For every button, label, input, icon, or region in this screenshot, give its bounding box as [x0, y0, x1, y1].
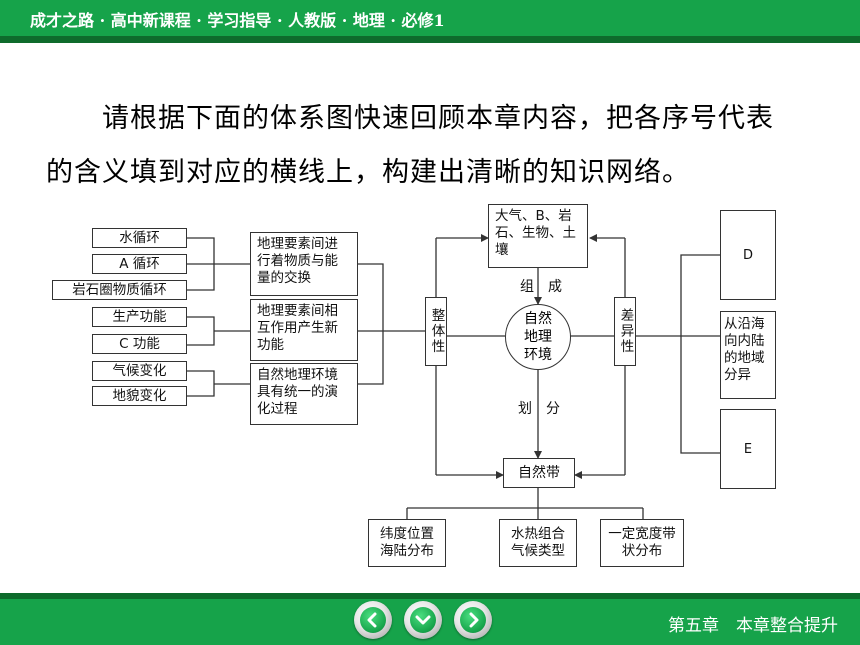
footer-stripe	[0, 593, 860, 599]
bottom-item-hydrothermal: 水热组合气候类型	[499, 519, 577, 567]
chapter-title: 第五章 本章整合提升	[668, 616, 838, 636]
intro-line-1: 请根据下面的体系图快速回顾本章内容，把各序号代表	[102, 103, 774, 134]
down-button[interactable]	[404, 601, 442, 639]
mid-item-new-function: 地理要素间相互作用产生新功能	[250, 299, 358, 361]
mid-item-exchange: 地理要素间进行着物质与能量的交换	[250, 232, 358, 296]
header-bar: 成才之路 · 高中新课程 · 学习指导 · 人教版 · 地理 · 必修1	[0, 0, 860, 36]
left-item-climate-change: 气候变化	[92, 361, 187, 381]
left-item-water-cycle: 水循环	[92, 228, 187, 248]
header-stripe	[0, 36, 860, 43]
left-item-c-function: C 功能	[92, 334, 187, 354]
left-item-production-function: 生产功能	[92, 307, 187, 327]
bottom-item-zonal: 一定宽度带状分布	[600, 519, 684, 567]
left-item-rock-cycle: 岩石圈物质循环	[52, 280, 187, 300]
right-item-coast-inland: 从沿海向内陆的地域分异	[720, 311, 776, 399]
prev-button[interactable]	[354, 601, 392, 639]
right-item-d: D	[720, 210, 776, 300]
natural-zone-box: 自然带	[503, 458, 575, 488]
compose-label: 组 成	[520, 279, 562, 295]
integrity-box: 整体性	[425, 297, 447, 366]
next-button[interactable]	[454, 601, 492, 639]
header-title: 成才之路 · 高中新课程 · 学习指导 · 人教版 · 地理 · 必修1	[30, 11, 445, 30]
down-arrow-icon	[415, 615, 431, 625]
natural-environment-circle: 自然地理环境	[505, 304, 571, 370]
intro-line-2: 的含义填到对应的横线上，构建出清晰的知识网络。	[46, 157, 690, 188]
left-arrow-icon	[367, 612, 377, 628]
divide-label: 划 分	[518, 401, 560, 417]
right-arrow-icon	[469, 612, 479, 628]
components-box: 大气、B、岩石、生物、土壤	[488, 204, 588, 268]
left-item-landform-change: 地貌变化	[92, 386, 187, 406]
mid-item-evolution: 自然地理环境具有统一的演化过程	[250, 363, 358, 425]
right-item-e: E	[720, 409, 776, 489]
difference-box: 差异性	[614, 297, 636, 366]
left-item-a-cycle: A 循环	[92, 254, 187, 274]
intro-text: 请根据下面的体系图快速回顾本章内容，把各序号代表 的含义填到对应的横线上，构建出…	[46, 92, 826, 200]
bottom-item-latitude: 纬度位置海陆分布	[368, 519, 446, 567]
